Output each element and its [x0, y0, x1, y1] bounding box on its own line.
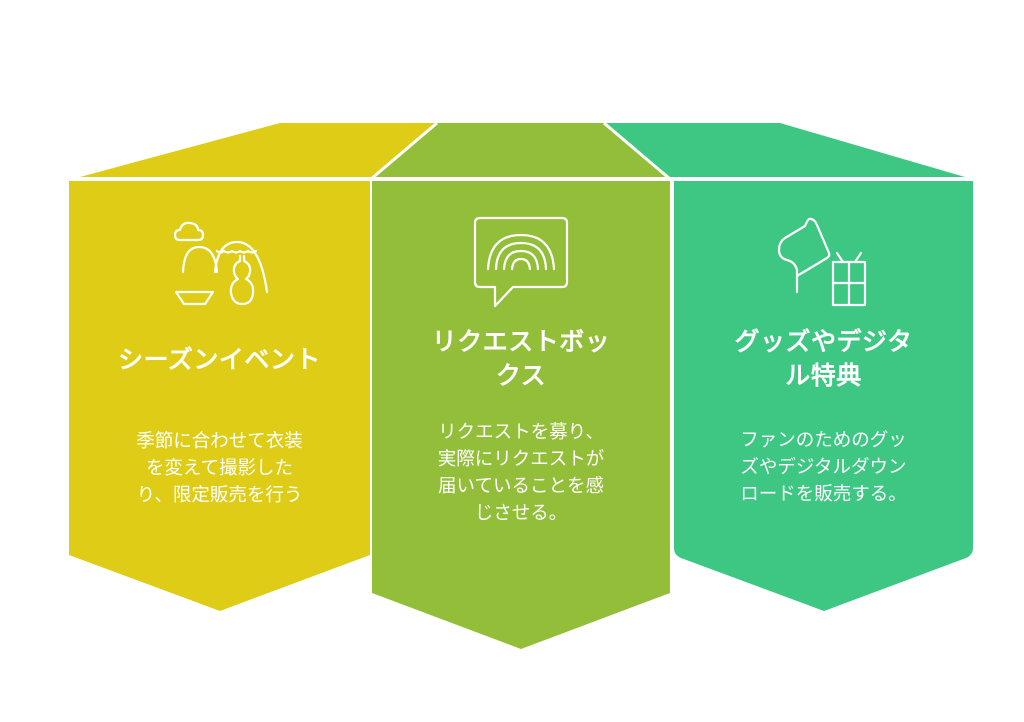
panel2-front [372, 181, 670, 649]
panel-title: シーズンイベント [118, 345, 321, 374]
title-line: グッズやデジタ [734, 327, 913, 356]
chat-bubble-rainbow-icon [473, 216, 569, 308]
title-line: クス [495, 361, 547, 390]
flag-gift-icon [777, 217, 867, 307]
panel-title: リクエストボッ クス [372, 325, 670, 393]
description-line: じさせる。 [474, 503, 568, 524]
panel1-front [69, 181, 370, 611]
panel1-roof [80, 123, 437, 177]
description-line: ロードを販売する。 [740, 484, 907, 505]
description-line: リクエストを募り、 [438, 422, 604, 443]
panel-description: リクエストを募り、 実際にリクエストが 届いていることを感 じさせる。 [372, 419, 670, 527]
description-line: 実際にリクエストが [437, 449, 605, 470]
panel3-front [674, 181, 973, 611]
title-line: リクエストボッ [431, 327, 611, 356]
panel-description: ファンのためのグッ ズやデジタルダウン ロードを販売する。 [674, 427, 973, 508]
seasonal-food-icon [173, 221, 269, 306]
description-line: を変えて撮影した [145, 458, 294, 479]
description-line: 季節に合わせて衣装 [136, 431, 303, 452]
description-line: ファンのためのグッ [740, 430, 907, 451]
description-line: 届いていることを感 [438, 476, 604, 497]
panel2-roof [371, 123, 670, 177]
panel-description: 季節に合わせて衣装 を変えて撮影した り、限定販売を行う [69, 428, 370, 509]
panel3-roof [604, 123, 965, 177]
description-line: ズやデジタルダウン [740, 457, 907, 478]
description-line: り、限定販売を行う [136, 485, 303, 506]
title-line: ル特典 [785, 361, 862, 390]
panel-title: グッズやデジタ ル特典 [674, 325, 973, 393]
